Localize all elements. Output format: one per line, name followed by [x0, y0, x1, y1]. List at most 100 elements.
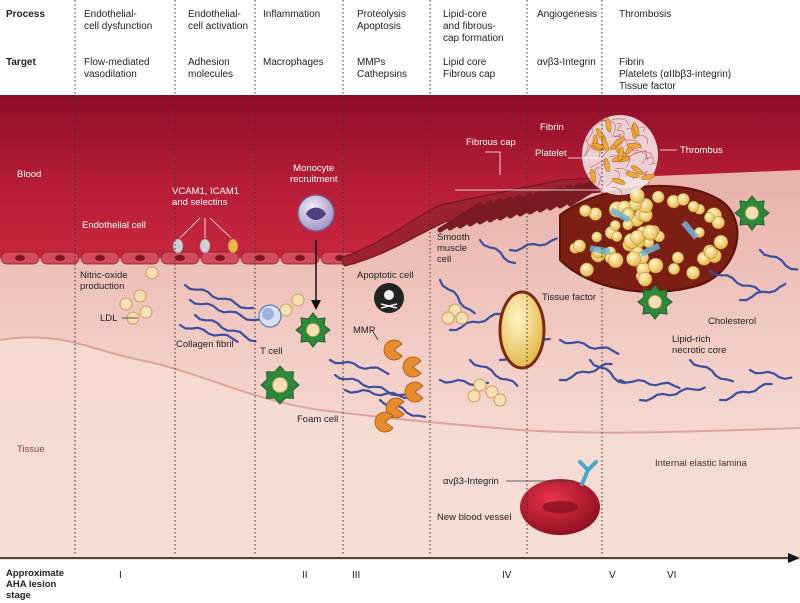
foam-cells — [260, 195, 770, 405]
integrin-receptor — [578, 460, 598, 486]
label-fibrin: Fibrin — [540, 122, 564, 133]
label-new-blood-vessel: New blood vessel — [437, 512, 512, 523]
target-col-4: MMPs Cathepsins — [357, 57, 408, 80]
media-layer — [0, 337, 800, 560]
fibrin-strand — [583, 139, 589, 155]
label-collagen-fibril: Collagen fibril — [176, 339, 234, 350]
smooth-muscle-cell — [507, 188, 553, 219]
fibrin-strand — [630, 150, 648, 161]
stage-label-6: VI — [667, 570, 677, 581]
lipid-droplet — [704, 245, 718, 260]
leader-lines-tissue — [122, 317, 575, 482]
recruitment-arrowhead — [311, 300, 321, 310]
collagen-fibril — [328, 358, 390, 375]
row-header-target: Target — [6, 57, 36, 68]
label-ldl: LDL — [100, 313, 118, 324]
collagen-fibril — [718, 382, 773, 402]
stage-dividers — [74, 0, 603, 555]
lipid-droplet — [572, 239, 586, 253]
lipid-droplet — [611, 231, 623, 242]
fibrin-strand — [642, 170, 648, 175]
collagen-fibril — [343, 388, 412, 400]
collagen-fibril — [558, 362, 613, 382]
ldl-particle — [291, 293, 305, 307]
stage-axis-title: Approximate AHA lesion stage — [6, 568, 65, 601]
collagen-fibril — [448, 312, 509, 332]
fibrin-strand — [637, 135, 648, 144]
lipid-droplet — [591, 231, 603, 243]
monocyte-nucleus — [306, 207, 326, 220]
collagen-fibril — [588, 358, 627, 385]
label-mmp: MMP — [353, 325, 376, 336]
mmp-enzyme — [385, 397, 405, 419]
target-col-2: Adhesion molecules — [188, 57, 234, 80]
axis-arrowhead — [788, 553, 800, 563]
label-t-cell: T cell — [260, 346, 283, 357]
process-col-5: Lipid-core and fibrous- cap formation — [443, 9, 504, 44]
fibrin-strand — [570, 129, 587, 137]
collagen-fibril — [438, 278, 476, 315]
ldl-particle — [441, 311, 455, 325]
intraplaque-hemorrhage — [498, 290, 546, 370]
lipid-droplet — [647, 257, 664, 274]
mmp-enzyme — [374, 411, 394, 433]
fibrin-strand — [594, 172, 601, 187]
mmp-enzyme — [404, 381, 424, 403]
leader-lines-blood — [455, 149, 677, 191]
target-col-5: Lipid core Fibrous cap — [443, 57, 496, 80]
mmp-enzyme — [402, 356, 422, 378]
ldl-particle — [133, 289, 147, 303]
platelet — [601, 137, 609, 152]
ldl-particle — [467, 389, 481, 403]
smooth-muscle-cell — [437, 202, 483, 233]
label-apoptotic-cell: Apoptotic cell — [357, 270, 414, 281]
label-adhesion-molecules: VCAM1, ICAM1 and selectins — [172, 186, 240, 208]
ldl-particle — [485, 385, 499, 399]
fibrin-strand — [616, 122, 622, 130]
ldl-particle — [145, 266, 159, 280]
collagen-fibril — [333, 373, 406, 397]
platelet — [632, 122, 640, 137]
lipid-droplets — [569, 188, 729, 287]
t-cell-nucleus — [262, 308, 274, 320]
lipid-droplet — [704, 212, 715, 223]
platelet — [603, 157, 610, 173]
fibrin-strand — [611, 186, 623, 200]
smooth-muscle-cell — [487, 192, 533, 223]
process-col-2: Endothelial- cell activation — [188, 9, 249, 32]
process-col-4: Proteolysis Apoptosis — [357, 9, 406, 32]
lipid-droplet — [579, 262, 594, 277]
process-col-3: Inflammation — [263, 9, 321, 20]
ldl-particle — [473, 378, 487, 392]
label-platelet: Platelet — [535, 148, 567, 159]
mmp-enzyme — [383, 339, 403, 361]
platelet — [617, 146, 624, 161]
stage-label-5: V — [609, 570, 616, 581]
process-col-7: Thrombosis — [619, 9, 672, 20]
ldl-particle — [119, 297, 133, 311]
lipid-droplet — [676, 193, 690, 206]
smooth-muscle-cell — [467, 196, 513, 227]
platelet — [626, 143, 642, 149]
fibrin-strand — [645, 157, 654, 164]
lipid-droplet — [651, 190, 665, 204]
label-nitric-oxide: Nitric-oxide production — [80, 270, 128, 292]
collagen-fibril — [748, 368, 793, 380]
smooth-muscle-cell — [457, 198, 503, 229]
lipid-droplet — [609, 220, 621, 231]
platelet — [613, 136, 625, 147]
lipid-droplet — [671, 251, 684, 264]
skull-icon — [384, 290, 394, 300]
platelet — [605, 117, 612, 133]
collagen-fibril — [618, 378, 681, 390]
fibrin-strand — [642, 188, 650, 203]
fibrin-strand — [587, 166, 599, 175]
platelet — [611, 177, 626, 185]
fibrin-strand — [624, 139, 642, 149]
label-internal-elastic-lamina: Internal elastic lamina — [655, 458, 747, 469]
smooth-muscle-cell — [547, 180, 593, 211]
collagen-fibril — [508, 237, 558, 252]
lipid-droplet — [687, 200, 700, 213]
